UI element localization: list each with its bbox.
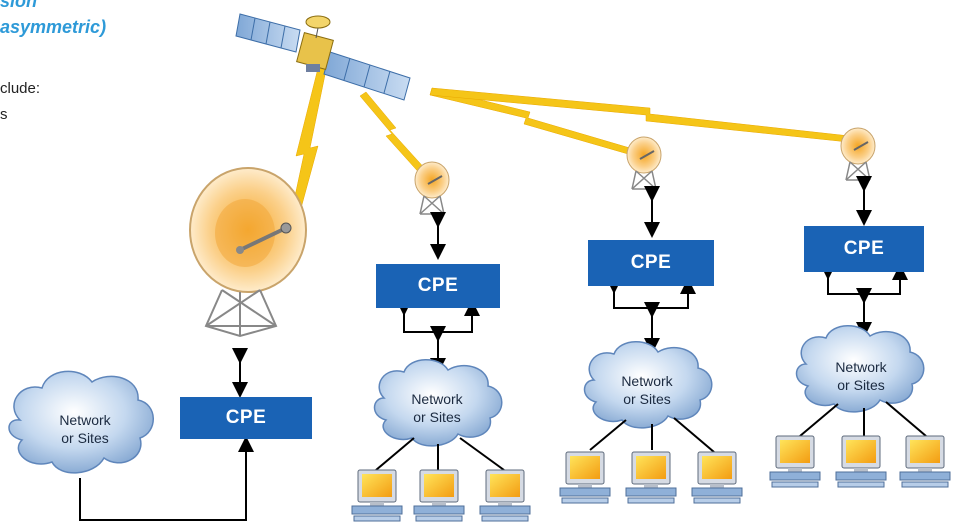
cloud-label-line-1: Network <box>59 412 111 428</box>
body-text-line-2: s <box>0 106 8 123</box>
computer-icon <box>479 469 531 522</box>
computer-icon <box>769 435 821 488</box>
cloud-label: Network or Sites <box>602 372 692 408</box>
cloud-label-line-1: Network <box>411 391 463 407</box>
cpe-box: CPE <box>588 240 714 286</box>
computer-icon <box>351 469 403 522</box>
computer-icon <box>625 451 677 504</box>
cloud-label-line-2: or Sites <box>61 430 109 446</box>
computer-icon <box>835 435 887 488</box>
cloud-label: Network or Sites <box>392 390 482 426</box>
large-dish-icon <box>189 167 307 338</box>
cloud-icon <box>8 325 925 474</box>
cloud-label-line-2: or Sites <box>623 391 671 407</box>
bidirectional-arrow-icon <box>232 176 872 398</box>
computer-icon <box>691 451 743 504</box>
cloud-label-line-1: Network <box>621 373 673 389</box>
computer-icon <box>413 469 465 522</box>
computer-icon <box>559 451 611 504</box>
cpe-loop-connector <box>396 264 908 333</box>
cloud-label-line-1: Network <box>835 359 887 375</box>
cloud-label-line-2: or Sites <box>413 409 461 425</box>
cloud-to-computer-lines <box>375 401 927 471</box>
cloud-to-cpe-connector <box>79 436 254 521</box>
computer-icon <box>351 435 951 522</box>
cloud-label: Network or Sites <box>40 411 130 447</box>
heading-line-2: asymmetric) <box>0 17 107 37</box>
cloud-label: Network or Sites <box>816 358 906 394</box>
small-dish-icon <box>414 127 876 215</box>
cpe-box: CPE <box>180 397 312 439</box>
cpe-box: CPE <box>804 226 924 272</box>
cloud-label-line-2: or Sites <box>837 377 885 393</box>
heading-line-1: sion <box>0 0 38 11</box>
satellite-icon <box>235 13 411 101</box>
body-text-line-1: clude: <box>0 80 41 97</box>
cpe-box: CPE <box>376 264 500 308</box>
computer-icon <box>899 435 951 488</box>
